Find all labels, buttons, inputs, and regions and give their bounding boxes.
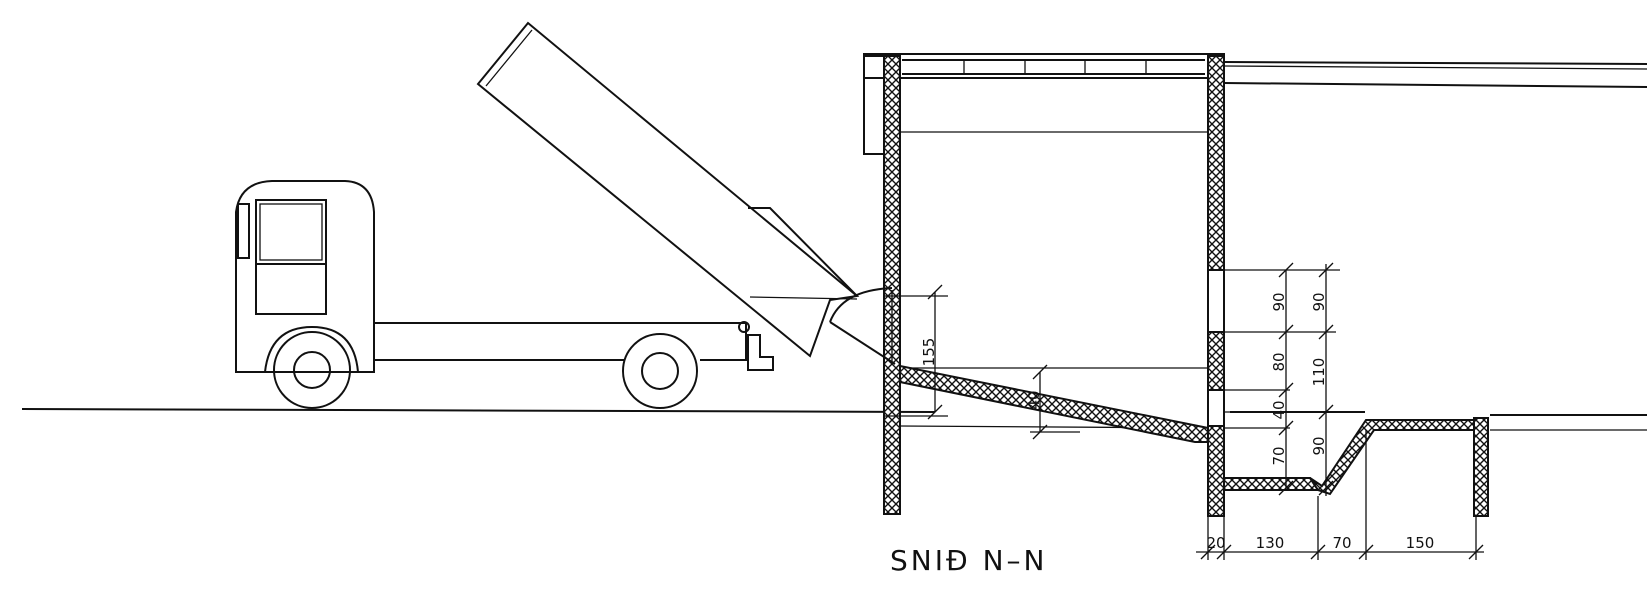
dim-text-40: 40 <box>1025 390 1043 409</box>
tipper-pivot <box>738 321 750 333</box>
rear-wheel <box>622 333 698 409</box>
pit-floor <box>1223 477 1320 491</box>
rear-hitch <box>746 334 774 371</box>
dim-text-90-c: 90 <box>1310 436 1328 455</box>
dim-text-40-b: 40 <box>1270 400 1288 419</box>
building-section <box>829 53 1647 517</box>
cab-window <box>255 199 327 265</box>
roof-extension-bottom <box>1223 82 1647 88</box>
cab-door <box>255 263 327 315</box>
left-wall <box>883 55 901 515</box>
right-wall-opening <box>1207 269 1225 333</box>
cab-side-mirror <box>237 203 250 259</box>
dim-text-70-b: 70 <box>1332 534 1351 552</box>
pit-slope-slab <box>1309 419 1477 496</box>
fascia <box>863 55 885 155</box>
dimension-lines: 155 40 90 80 40 70 90 110 90 20 130 70 1… <box>885 262 1484 560</box>
ground-line <box>21 408 936 413</box>
tipper-tailgate <box>748 207 858 297</box>
roof-extension-mid <box>1223 65 1647 70</box>
dim-text-155: 155 <box>920 338 938 367</box>
right-wall-upper <box>1207 55 1225 271</box>
tipper-body <box>476 21 860 358</box>
dump-truck <box>235 21 860 409</box>
front-wheel-hub <box>293 351 331 389</box>
dim-text-90-b: 90 <box>1310 292 1328 311</box>
truck-cab <box>235 180 375 373</box>
chute-lip <box>829 287 893 323</box>
front-wheel <box>273 331 351 409</box>
rear-wheel-hub <box>641 352 679 390</box>
dim-text-150: 150 <box>1406 534 1435 552</box>
front-wheel-arch <box>264 325 359 373</box>
tipper-floor-line <box>749 296 858 300</box>
dim-text-70-a: 70 <box>1270 446 1288 465</box>
pit-right-wall <box>1473 417 1489 517</box>
chute-bottom <box>829 321 896 365</box>
dim-text-20: 20 <box>1206 534 1225 552</box>
right-wall-mid <box>1207 331 1225 391</box>
sloped-floor-slab <box>899 364 1209 443</box>
dim-text-110: 110 <box>1310 358 1328 387</box>
tipper-rim <box>485 29 533 87</box>
right-wall-lower <box>1207 425 1225 517</box>
cab-window-inner <box>259 203 323 261</box>
dim-text-80: 80 <box>1270 352 1288 371</box>
dim-text-90-a: 90 <box>1270 292 1288 311</box>
roof-extension-top <box>1223 61 1647 65</box>
section-title: SNIÐ N–N <box>890 544 1047 577</box>
truck-chassis <box>374 322 747 361</box>
dim-text-130: 130 <box>1256 534 1285 552</box>
right-wall-opening-lower <box>1207 389 1225 427</box>
